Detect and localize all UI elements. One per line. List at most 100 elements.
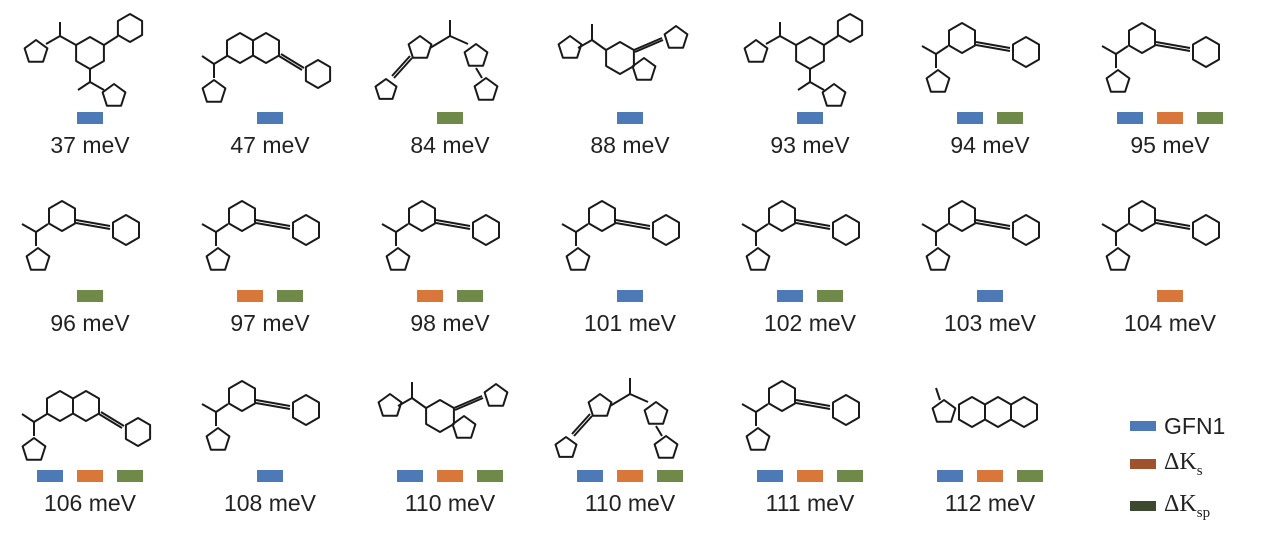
phenyl-ring (116, 13, 144, 43)
vinylidene-bond (561, 223, 589, 246)
alkyne-bond-2 (1155, 44, 1191, 52)
vinylidene-bond (921, 45, 949, 68)
cyclopentadiene-ring (745, 247, 771, 271)
energy-label: 95 meV (1130, 132, 1210, 158)
method-bar-gfn1 (617, 290, 643, 302)
alkyne-bond (391, 55, 411, 77)
naphthalene-ring-b (252, 32, 280, 64)
energy-label: 97 meV (230, 310, 310, 336)
molecule-structure (201, 32, 332, 103)
vinylidene-bond (381, 223, 409, 246)
method-bar-dksp (1197, 112, 1223, 124)
molecule-cell: 103 meV (900, 186, 1080, 356)
terminal-ring (1012, 36, 1040, 68)
pentagon-c (473, 77, 499, 101)
energy-label: 110 meV (404, 490, 496, 516)
energy-label: 37 meV (50, 132, 130, 158)
molecule-cell: 110 meV (540, 366, 720, 536)
energy-label: 112 meV (944, 490, 1036, 516)
molecule-structure (554, 378, 679, 459)
pentagon-b (463, 43, 489, 67)
cyclopentadiene-ring (377, 393, 403, 417)
pentagon-b (643, 401, 669, 425)
alkyne-bond-2 (100, 411, 125, 427)
alkyne-bond (278, 55, 303, 71)
method-bar-gfn1 (977, 290, 1003, 302)
method-bars (360, 112, 540, 124)
cyclopentadiene-ring (1105, 69, 1131, 93)
alkyne-bond-2 (255, 222, 291, 230)
legend-dks-symbol: ΔK (1164, 448, 1197, 475)
alkyne-bond-2 (454, 397, 484, 411)
molecule-cell: 104 meV (1080, 186, 1260, 356)
alkyne-bond (795, 399, 831, 407)
vinylidene-bond-lower (77, 69, 105, 91)
benzene-ring (228, 380, 256, 412)
method-bar-dks (1157, 290, 1183, 302)
molecule-structure (921, 200, 1040, 271)
terminal-ring (1192, 214, 1220, 246)
pentagon-c (653, 435, 679, 459)
molecule-cell: 93 meV (720, 8, 900, 178)
energy-label: 84 meV (410, 132, 490, 158)
method-bars (360, 470, 540, 482)
vinylidene-bond (741, 223, 769, 246)
benzene-ring (75, 36, 105, 70)
legend-swatch-gfn1 (1130, 421, 1156, 431)
vinylidene-bond (21, 223, 49, 246)
acene-ring-a (958, 396, 986, 428)
naphthalene-ring-b (72, 390, 100, 422)
cyclopentadiene-ring (385, 247, 411, 271)
energy-label: 108 meV (223, 490, 317, 516)
method-bar-dks (1157, 112, 1183, 124)
legend-item-dksp: ΔKsp (1130, 488, 1210, 524)
legend-item-gfn1: GFN1 (1130, 408, 1225, 444)
vinylidene-bond-lower (797, 69, 825, 91)
method-bars (0, 470, 180, 482)
alkyne-bond-2 (573, 415, 593, 437)
energy-label: 111 meV (765, 490, 855, 516)
cyclopentadiene-ring (205, 247, 231, 271)
molecule-structure (201, 380, 320, 451)
benzene-ring (588, 200, 616, 232)
benzene-ring (408, 200, 436, 232)
alkyne-bond (255, 219, 291, 227)
method-bar-gfn1 (577, 470, 603, 482)
method-bar-gfn1 (257, 470, 283, 482)
alkyne-bond (435, 219, 471, 227)
method-bar-gfn1 (37, 470, 63, 482)
energy-label: 98 meV (410, 310, 490, 336)
vinylidene-bond (741, 403, 769, 426)
molecule-cell: 37 meV (0, 8, 180, 178)
benzene-ring (948, 22, 976, 54)
benzene-ring (1128, 22, 1156, 54)
alkyne-bond-2 (75, 222, 111, 230)
benzene-ring (768, 200, 796, 232)
method-bars (720, 112, 900, 124)
alkyne-bond-2 (615, 222, 651, 230)
method-bars (720, 470, 900, 482)
cyclopentadiene-ring-lower (821, 83, 847, 107)
method-bar-dksp (1017, 470, 1043, 482)
method-bar-dksp (437, 112, 463, 124)
benzene-ring (768, 380, 796, 412)
terminal-ring (832, 394, 860, 426)
molecule-structure (374, 20, 499, 101)
pentagon-terminal (374, 78, 398, 100)
cyclopentadiene-ring (745, 427, 771, 451)
molecule-structure (377, 382, 509, 439)
cyclopentadiene-ring (25, 247, 51, 271)
molecule-cell: 96 meV (0, 186, 180, 356)
molecule-structure (381, 200, 500, 271)
energy-label: 104 meV (1123, 310, 1217, 336)
molecule-cell: 110 meV (360, 366, 540, 536)
energy-label: 110 meV (584, 490, 676, 516)
molecule-cell: 95 meV (1080, 8, 1260, 178)
cyclopentadiene-ring (201, 79, 227, 103)
vinylidene-bond (609, 378, 649, 407)
vinylidene-bond (1101, 223, 1129, 246)
vinylidene-bond (765, 22, 797, 46)
terminal-ring (652, 214, 680, 246)
molecule-cell: 97 meV (180, 186, 360, 356)
